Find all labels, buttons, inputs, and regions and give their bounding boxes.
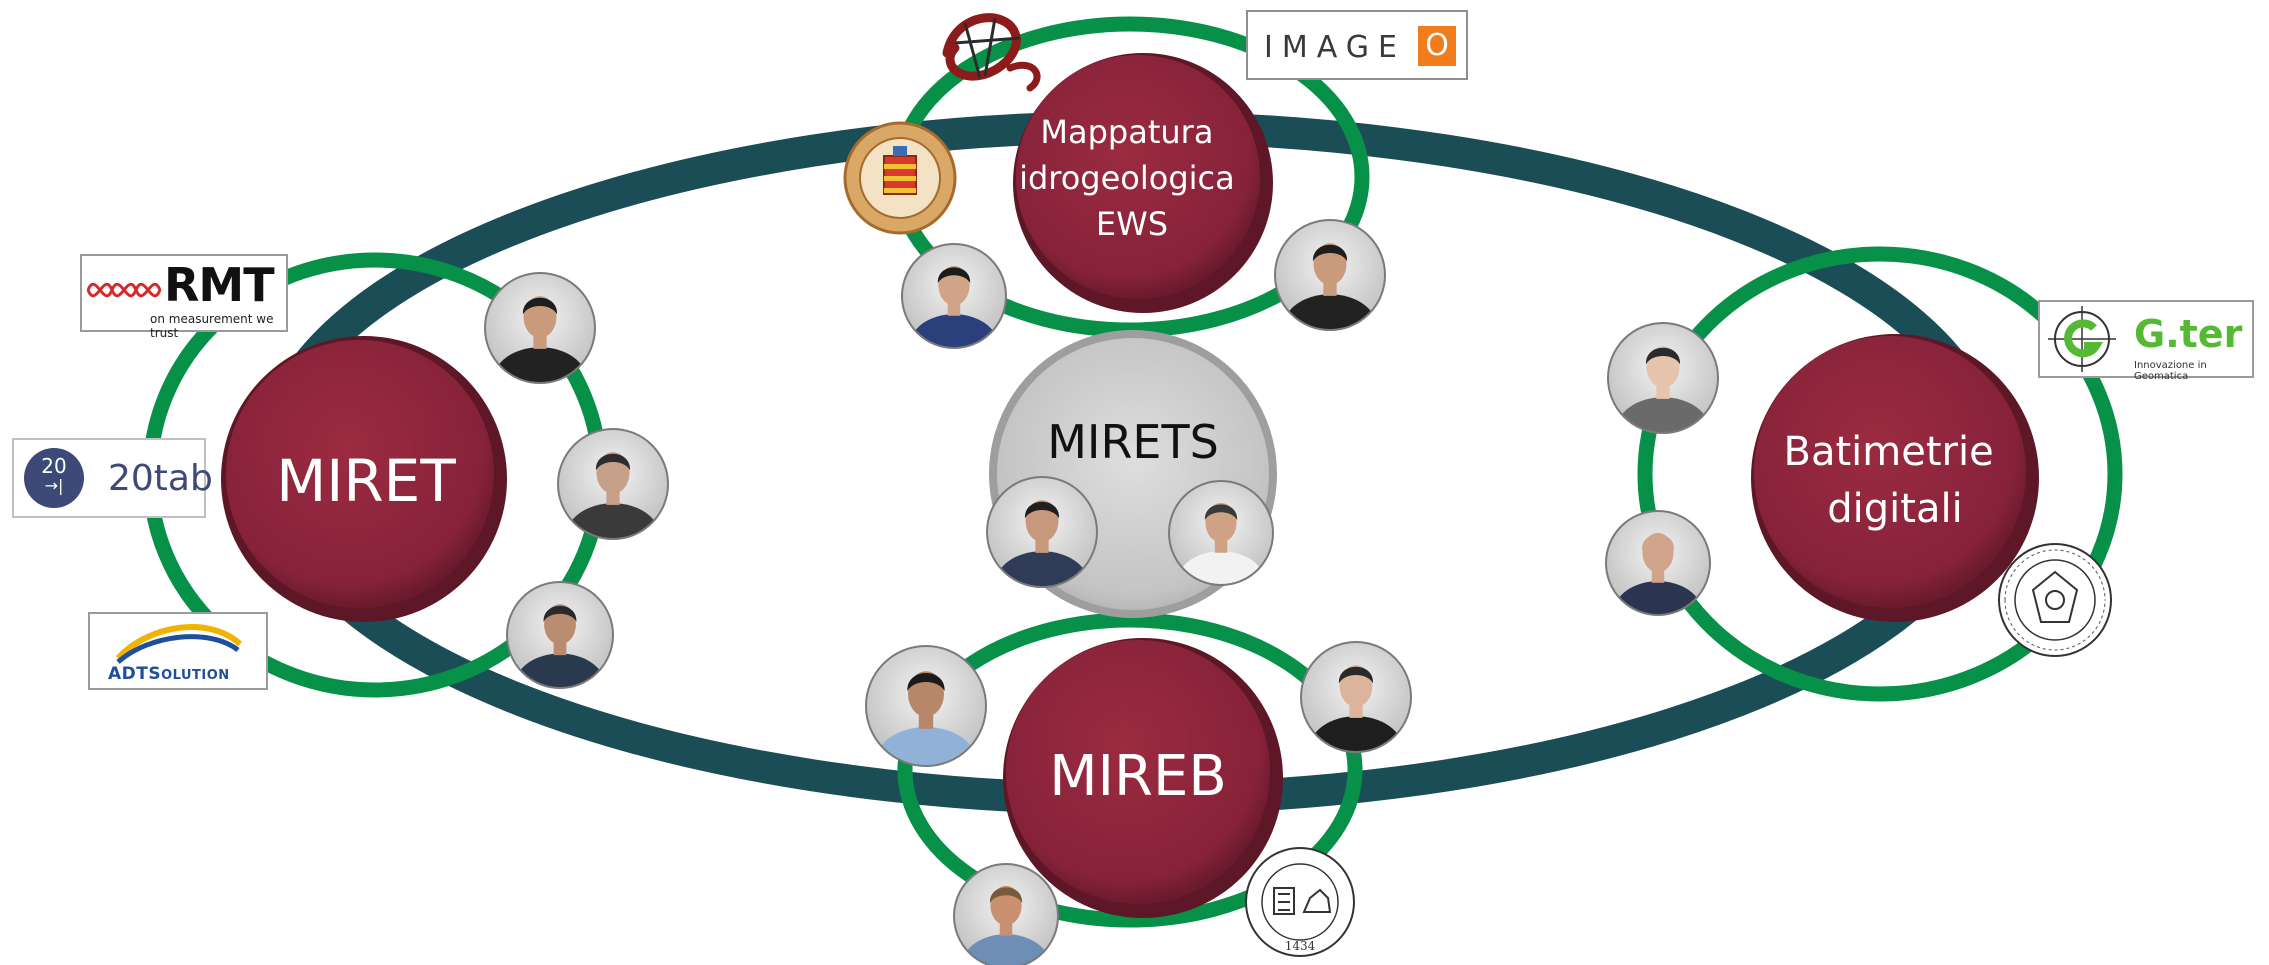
mireb-member-3-photo (953, 863, 1059, 965)
mirets-member-1-photo (986, 476, 1098, 588)
miret-label: MIRET (276, 447, 456, 515)
mappatura-member-1-photo (901, 243, 1007, 349)
20tab-name: 20tab (108, 458, 213, 499)
adts-name: ADTSOLUTION (108, 664, 230, 684)
rmt-tagline: on measurement we trust (150, 312, 274, 340)
miret-member-2-photo (557, 428, 669, 540)
mappatura-label-line-2: idrogeologica (1019, 159, 1235, 197)
gter-crosshair-icon (2048, 306, 2116, 372)
mireb-member-2-photo (1300, 641, 1412, 753)
imageo-name-left: IMAGE (1264, 30, 1406, 65)
mappatura-label-line-3: EWS (1096, 205, 1168, 243)
mappatura-node: Mappatura idrogeologica EWS (1013, 53, 1273, 313)
mirets-label: MIRETS (1047, 415, 1219, 469)
signature-emblem-logo (942, 13, 1041, 92)
batimetrie-label-line-2: digitali (1827, 486, 1962, 532)
adts-name-bold: ADTS (108, 664, 162, 684)
palermo-seal-logo: 1434 (1245, 847, 1355, 957)
20tab-badge-top: 20 (41, 454, 67, 478)
miret-member-1-photo (484, 272, 596, 384)
rmt-logo: RMT on measurement we trust (80, 254, 288, 340)
rmt-name: RMT (164, 258, 275, 312)
batimetrie-label: Batimetrie digitali (1784, 429, 2007, 532)
gter-name: G.ter (2134, 312, 2243, 356)
palermo-seal-year: 1434 (1285, 939, 1316, 953)
adts-swoosh-icon (115, 624, 243, 664)
batimetrie-label-line-1: Batimetrie (1784, 429, 1994, 475)
trento-seal-logo (1998, 543, 2112, 657)
20tab-badge-icon: 20 →| (24, 448, 84, 508)
batimetrie-node: Batimetrie digitali (1751, 334, 2039, 622)
salerno-seal-logo (843, 121, 957, 235)
batimetrie-ring (1637, 246, 2123, 702)
mirets-member-2-photo (1168, 480, 1274, 586)
mappatura-member-2-photo (1274, 219, 1386, 331)
gter-logo: G.ter Innovazione in Geomatica (2038, 300, 2254, 382)
batimetrie-member-1-photo (1607, 322, 1719, 434)
rmt-wave-icon (86, 282, 162, 298)
20tab-logo: 20 →| 20tab (12, 438, 213, 518)
miret-member-3-photo (506, 581, 614, 689)
imageo-name-right: O (1418, 26, 1456, 66)
gter-tagline: Innovazione in Geomatica (2134, 360, 2207, 382)
miret-node: MIRET (221, 336, 507, 622)
mireb-label: MIREB (1049, 744, 1227, 809)
mireb-node: MIREB (1003, 638, 1283, 918)
mappatura-label: Mappatura idrogeologica EWS (1019, 113, 1245, 243)
adts-name-rest: OLUTION (161, 668, 230, 683)
adts-solution-logo: ADTSOLUTION (88, 612, 268, 690)
mireb-member-1-photo (865, 645, 987, 767)
mireb-ring (897, 612, 1363, 928)
imageo-logo: IMAGE O (1246, 10, 1468, 80)
mappatura-label-line-1: Mappatura (1040, 113, 1213, 151)
20tab-badge-bottom: →| (44, 476, 64, 495)
batimetrie-member-2-photo (1605, 510, 1711, 616)
